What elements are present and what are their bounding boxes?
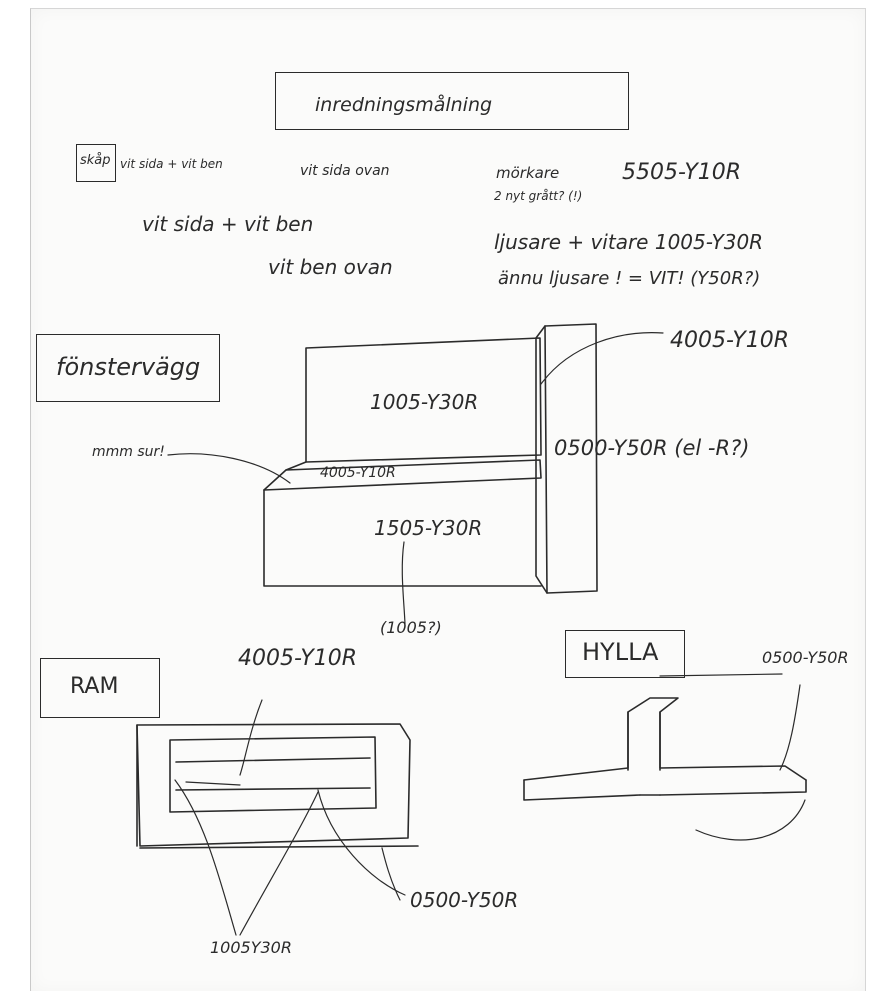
- shelf-label-box: [565, 630, 685, 678]
- wall-lower-note: (1005?): [380, 618, 442, 637]
- note-line-1: vit sida + vit ben: [120, 157, 223, 171]
- shelf-drawing: [523, 673, 807, 841]
- page-title: inredningsmålning: [315, 94, 493, 116]
- wall-drawing: [167, 323, 664, 625]
- wall-note-left: mmm sur!: [92, 444, 165, 460]
- paper-sheet: [30, 8, 866, 991]
- title-box: [275, 72, 629, 130]
- color-item-1-label: mörkare: [496, 164, 560, 182]
- note-line-1b: vit sida ovan: [300, 163, 390, 179]
- wall-label: fönstervägg: [56, 353, 201, 381]
- frame-drawing: [136, 699, 419, 936]
- note-line-2: vit sida + vit ben: [142, 212, 314, 236]
- wall-band-value: 4005-Y10R: [320, 465, 396, 481]
- frame-bottom-value: 1005Y30R: [210, 938, 292, 957]
- frame-right-value: 0500-Y50R: [410, 888, 519, 912]
- wall-lower-value: 1505-Y30R: [374, 516, 483, 540]
- wall-label-box: [36, 334, 220, 402]
- shelf-value: 0500-Y50R: [762, 648, 849, 667]
- wall-upper-value: 1005-Y30R: [370, 390, 479, 414]
- color-item-1-note: 2 nyt grått? (!): [494, 189, 583, 203]
- skap-label-box: [76, 144, 116, 182]
- wall-top-right-value: 4005-Y10R: [670, 328, 790, 353]
- color-item-3: ännu ljusare ! = VIT! (Y50R?): [498, 268, 761, 289]
- color-item-2: ljusare + vitare 1005-Y30R: [494, 230, 764, 254]
- frame-label-box: [40, 658, 160, 718]
- note-line-3: vit ben ovan: [268, 255, 393, 279]
- wall-pillar-value: 0500-Y50R (el -R?): [554, 436, 750, 460]
- color-item-1-value: 5505-Y10R: [622, 160, 742, 185]
- frame-label: RAM: [70, 674, 119, 699]
- shelf-label: HYLLA: [582, 638, 659, 666]
- frame-top-value: 4005-Y10R: [238, 646, 358, 671]
- skap-label: skåp: [80, 153, 111, 168]
